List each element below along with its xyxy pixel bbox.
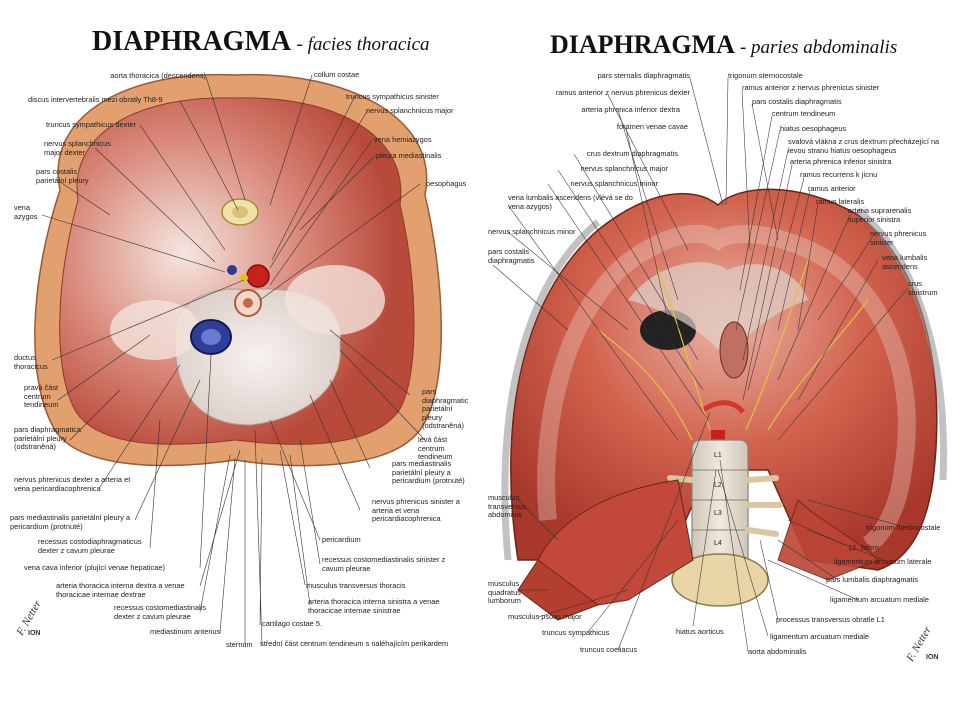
label-prava-cast-centrum: pravá část centrum tendineum [24, 383, 59, 410]
label-vena-lumbalis-ascendens-r: vena lumbalis ascendens [882, 253, 928, 271]
label-pars-lumbalis: pars lumbalis diaphragmatis [826, 575, 919, 584]
label-pars-diaphragmatica-left: pars diaphragmatica parietální pleury (o… [14, 425, 81, 452]
label-trigonum-lumbocostale: trigonum lumbocostale [866, 523, 941, 532]
label-musculus-psoas-major: musculus psoas major [508, 612, 582, 621]
diaphragm-dome [510, 188, 938, 571]
thoracic-diaphragm-illustration [34, 73, 442, 646]
label-sternum: sternum [226, 640, 253, 649]
label-nervus-splanchnicus-major-dexter: nervus splanchnicus major dexter [44, 139, 111, 157]
vertebra-label-l2: L2 [714, 482, 722, 489]
label-pars-mediastinalis-left: pars mediastinalis parietální pleury a p… [10, 513, 130, 531]
label-ramus-lateralis: ramus lateralis [816, 197, 865, 206]
label-oesophagus: oesophagus [426, 179, 467, 188]
label-pleura-mediastinalis: pleura mediastinalis [376, 151, 442, 160]
label-truncus-sympathicus: truncus sympathicus [542, 628, 610, 637]
label-recessus-costomediastinalis-dexter: recessus costomediastinalis dexter z cav… [114, 603, 207, 621]
label-vena-lumbalis-ascendens-dexter: vena lumbalis ascendens (vlévá se do ven… [508, 193, 633, 211]
label-pars-costalis: pars costalis parietální pleury [36, 167, 89, 185]
label-nervus-phrenicus-dexter: nervus phrenicus dexter a arteria et ven… [14, 475, 131, 493]
right-title-main: DIAPHRAGMA [550, 30, 734, 59]
label-12-zebro: 12. žebro [848, 543, 879, 552]
label-vena-azygos: vena azygos [14, 203, 38, 221]
label-arteria-phrenica-inferior-dextra: arteria phrenica inferior dextra [581, 105, 680, 114]
label-ligamentum-arcuatum-laterale: ligamentum arcuatum laterale [834, 557, 932, 566]
right-panel-abdominal-view: DIAPHRAGMA - paries abdominalis [478, 0, 960, 690]
right-title: DIAPHRAGMA - paries abdominalis [550, 30, 897, 60]
label-trigonum-sternocostale: trigonum sternocostale [728, 71, 803, 80]
label-stredni-cast-centrum: střední část centrum tendineum s naléhaj… [260, 640, 449, 648]
label-svalova-vlakna: svalová vlákna z crus dextrum přecházejí… [788, 137, 940, 155]
label-nervus-splanchnicus-minor-left: nervus splanchnicus minor [488, 227, 576, 236]
musculus-psoas-major [537, 479, 694, 611]
aorta [246, 264, 270, 288]
label-recessus-costomediastinalis-sinister: recessus costomediastinalis sinister z c… [322, 555, 446, 573]
label-collum-costae: collum costae [314, 70, 360, 79]
right-title-subtitle: - paries abdominalis [739, 37, 898, 58]
label-pars-mediastinalis-right: pars mediastinalis parietální pleury a p… [392, 459, 465, 486]
label-pars-diaphragmatica-right: pars diaphragmatica parietální pleury (o… [422, 388, 468, 431]
label-nervus-splanchnicus-major-r: nervus splanchnicus major [580, 164, 669, 173]
label-ductus-thoracicus: ductus thoracicus [14, 353, 48, 371]
label-leva-cast-centrum: levá část centrum tendineum [418, 435, 453, 462]
label-foramen-venae-cavae: foramen venae cavae [616, 122, 688, 131]
label-pericardium: pericardium [322, 535, 361, 544]
label-musculus-transversus-abdominis: musculus transversus abdominis [488, 493, 527, 520]
vertebra-label-l3: L3 [714, 510, 722, 517]
label-arteria-thoracica-interna-sinistra: arteria thoracica interna sinistra a ven… [308, 597, 440, 615]
label-nervus-splanchnicus-minor-top: nervus splanchnicus minor [570, 179, 659, 188]
label-ligamentum-arcuatum-mediale-bottom: ligamentum arcuatum mediale [770, 632, 869, 641]
label-nervus-phrenicus-sinister: nervus phrenicus sinister a arteria et v… [372, 497, 460, 524]
left-title: DIAPHRAGMA - facies thoracica [92, 26, 430, 58]
left-panel-thoracic-view: DIAPHRAGMA - facies thoracica [0, 0, 470, 690]
label-centrum-tendineum: centrum tendineum [772, 109, 836, 118]
label-aorta-thoracica: aorta thoracica (descendens) [110, 71, 206, 80]
label-mediastinum-anterius: mediastinum anterius [150, 627, 221, 636]
hiatus-oesophageus [719, 321, 749, 379]
label-musculus-quadratus-lumborum: musculus quadratus lumborum [488, 579, 521, 606]
label-cartilago-costae: cartilago costae 5. [262, 619, 322, 628]
label-nervus-splanchnicus-major: nervus splanchnicus major [366, 106, 454, 115]
label-pars-sternalis: pars sternalis diaphragmatis [597, 71, 690, 80]
label-ramus-anterior: ramus anterior [808, 184, 856, 193]
label-ramus-anterior-sinister: ramus anterior z nervus phrenicus sinist… [742, 83, 880, 92]
label-ramus-anterior-dexter: ramus anterior z nervus phrenicus dexter [555, 88, 690, 97]
label-truncus-coeliacus: truncus coeliacus [580, 645, 638, 654]
label-hiatus-oesophageus: hiatus oesophageus [780, 124, 847, 133]
label-truncus-sympathicus-sinister: truncus sympathicus sinister [346, 92, 439, 101]
label-ligamentum-arcuatum-mediale-top: ligamentum arcuatum mediale [830, 595, 929, 604]
publisher-logo-left: ION [28, 630, 41, 637]
label-arteria-thoracica-interna-dextra: arteria thoracica interna dextra a venae… [56, 581, 185, 599]
abdominal-diaphragm-illustration [492, 77, 948, 653]
left-title-main: DIAPHRAGMA [92, 26, 290, 57]
label-pars-costalis-top: pars costalis diaphragmatis [752, 97, 842, 106]
label-crus-dextrum: crus dextrum diaphragmatis [586, 149, 678, 158]
left-title-subtitle: - facies thoracica [296, 34, 430, 55]
label-hiatus-aorticus: hiatus aorticus [676, 627, 724, 636]
label-vena-hemiazygos: vena hemiazygos [374, 135, 432, 144]
label-truncus-sympathicus-dexter: truncus sympathicus dexter [46, 120, 136, 129]
label-aorta-abdominalis: aorta abdominalis [748, 647, 807, 656]
label-arteria-suprarenalis: arteria suprarenalis superior sinistra [848, 206, 912, 224]
vertebra-label-l1: L1 [714, 452, 722, 459]
label-discus-intervertebralis: discus intervertebralis mezi obratly Th8… [28, 95, 163, 104]
label-vena-cava-inferior: vena cava inferior (plující venae hepati… [24, 563, 165, 572]
vertebra-label-l4: L4 [714, 540, 722, 547]
label-processus-transversus: processus transversus obratle L1 [776, 615, 885, 624]
label-pars-costalis-left: pars costalis diaphragmatis [488, 247, 535, 265]
label-musculus-transversus-thoracis: musculus transversus thoracis [306, 581, 406, 590]
label-recessus-costodiaphragmaticus: recessus costodiaphragmaticus dexter z c… [38, 537, 142, 555]
label-nervus-phrenicus-sinister-r: nervus phrenicus sinister [870, 229, 927, 247]
label-ramus-recurrens: ramus recurrens k jícnu [800, 170, 878, 179]
publisher-logo-right: ION [926, 654, 939, 661]
label-arteria-phrenica-inferior-sinistra: arteria phrenica inferior sinistra [790, 157, 892, 166]
label-crus-sinistrum: crus sinistrum [908, 279, 938, 297]
